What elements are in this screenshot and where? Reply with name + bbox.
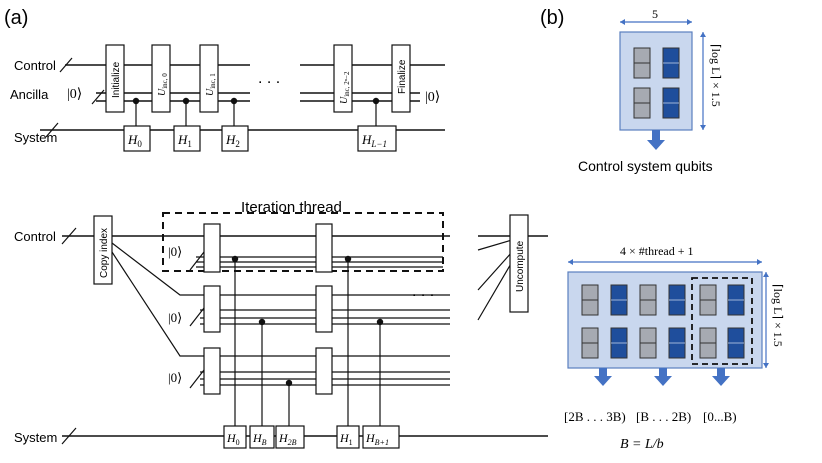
- uncompute-fanin-lines: [477, 239, 513, 321]
- bottom-system-label: System: [14, 430, 57, 445]
- control-system-qubits-caption: Control system qubits: [578, 158, 713, 174]
- range-label-2b-3b: [2B . . . 3B): [564, 409, 626, 424]
- fanout-line-1: [111, 242, 200, 296]
- u-inc-1-label: Uinc, 1: [205, 73, 217, 96]
- fanout-line-2: [111, 251, 200, 357]
- bottom-system-slash: [61, 427, 77, 445]
- bottom-hb1-label: HB+1: [365, 431, 389, 447]
- h1-gate: [173, 125, 201, 152]
- bottom-width-label: 4 × #thread + 1: [620, 244, 694, 258]
- top-ket-in: |0⟩: [67, 87, 82, 102]
- hlast-gate: [357, 125, 397, 152]
- thread2-slash: [189, 307, 205, 327]
- bottom-h2b-gate: [275, 425, 305, 449]
- top-ket-out: |0⟩: [425, 90, 440, 105]
- finalize-label: Finalize: [397, 59, 408, 94]
- copy-index-gate: [93, 215, 113, 285]
- bottom-h1-gate: [336, 425, 360, 449]
- bottom-circuit: Control System Copy index Iteration thre…: [14, 199, 548, 449]
- top-ancilla-label: Ancilla: [10, 87, 49, 102]
- thread1-gate-a: [203, 223, 221, 273]
- bottom-hb-gate: [249, 425, 275, 449]
- panel-b-label: (b): [540, 7, 564, 29]
- top-qubit-panel: [619, 31, 693, 131]
- range-label-0-b: [0...B): [703, 409, 737, 424]
- bottom-h2b-label: H2B: [278, 431, 297, 447]
- bottom-ellipsis: . . .: [412, 283, 434, 300]
- u-inc-1-gate: [199, 44, 219, 113]
- hlast-label: HL−1: [361, 132, 387, 149]
- thread1-slash: [189, 251, 205, 271]
- bottom-qubit-cells: [581, 284, 745, 359]
- thread3-slash: [189, 369, 205, 389]
- copy-index-label: Copy index: [99, 228, 110, 278]
- top-height-label: ⌈log L⌉ × 1.5: [709, 44, 723, 107]
- h2-label: H2: [225, 132, 240, 149]
- initialize-gate: [105, 44, 125, 113]
- control-qubit-grid: 5 ⌈log L⌉ × 1.5 Control system qubits: [578, 7, 723, 174]
- u-inc-last-label: Uinc, 2ⁿ−2: [339, 71, 351, 104]
- thread2-gate-a: [203, 285, 221, 333]
- thread3-ket: |0⟩: [168, 370, 182, 385]
- top-qubit-cells: [633, 47, 680, 119]
- bottom-hb1-gate: [362, 425, 400, 449]
- bottom-down-arrow-2: [654, 368, 672, 386]
- u-inc-0-gate: [151, 44, 171, 113]
- range-label-b-2b: [B . . . 2B): [636, 409, 691, 424]
- thread3-gate-a: [203, 347, 221, 395]
- bottom-control-slash: [61, 227, 77, 245]
- bottom-h1-label: H1: [339, 431, 353, 447]
- bottom-down-arrow-3: [712, 368, 730, 386]
- h0-gate: [123, 125, 151, 152]
- u-inc-last-gate: [333, 44, 353, 113]
- panel-a-label: (a): [4, 7, 28, 29]
- top-ancilla-slash: [91, 89, 105, 105]
- top-ellipsis: . . .: [258, 70, 280, 87]
- h1-label: H1: [177, 132, 192, 149]
- bottom-control-label: Control: [14, 229, 56, 244]
- thread2-gate-b: [315, 285, 333, 333]
- top-system-slash: [45, 122, 59, 138]
- initialize-label: Initialize: [111, 61, 122, 98]
- uncompute-gate: [509, 214, 529, 313]
- iteration-thread-label: Iteration thread: [241, 199, 342, 216]
- thread2-ket: |0⟩: [168, 310, 182, 325]
- top-system-label: System: [14, 130, 57, 145]
- h2-gate: [221, 125, 249, 152]
- bottom-down-arrow-1: [594, 368, 612, 386]
- bottom-height-label: ⌈log L⌉ × 1.5: [771, 284, 785, 347]
- bottom-h0-gate: [223, 425, 247, 449]
- thread3-gate-b: [315, 347, 333, 395]
- finalize-gate: [391, 44, 411, 113]
- top-width-label: 5: [652, 7, 658, 21]
- top-circuit: Control Ancilla System |0⟩ Initialize Ui…: [10, 44, 445, 152]
- top-control-slash: [59, 57, 73, 73]
- uncompute-label: Uncompute: [515, 240, 526, 292]
- u-inc-0-label: Uinc, 0: [157, 73, 169, 96]
- thread-qubit-grid: 4 × #thread + 1 ⌈log L⌉ × 1.5 [2B . . . …: [564, 244, 785, 452]
- thread1-gate-b: [315, 223, 333, 273]
- b-formula: B = L/b: [620, 437, 664, 452]
- thread1-ket: |0⟩: [168, 244, 182, 259]
- bottom-h0-label: H0: [226, 431, 240, 447]
- thread-dashed-box: [691, 277, 753, 365]
- h0-label: H0: [127, 132, 142, 149]
- bottom-hb-label: HB: [252, 431, 267, 447]
- top-control-label: Control: [14, 58, 56, 73]
- top-down-arrow: [647, 130, 665, 150]
